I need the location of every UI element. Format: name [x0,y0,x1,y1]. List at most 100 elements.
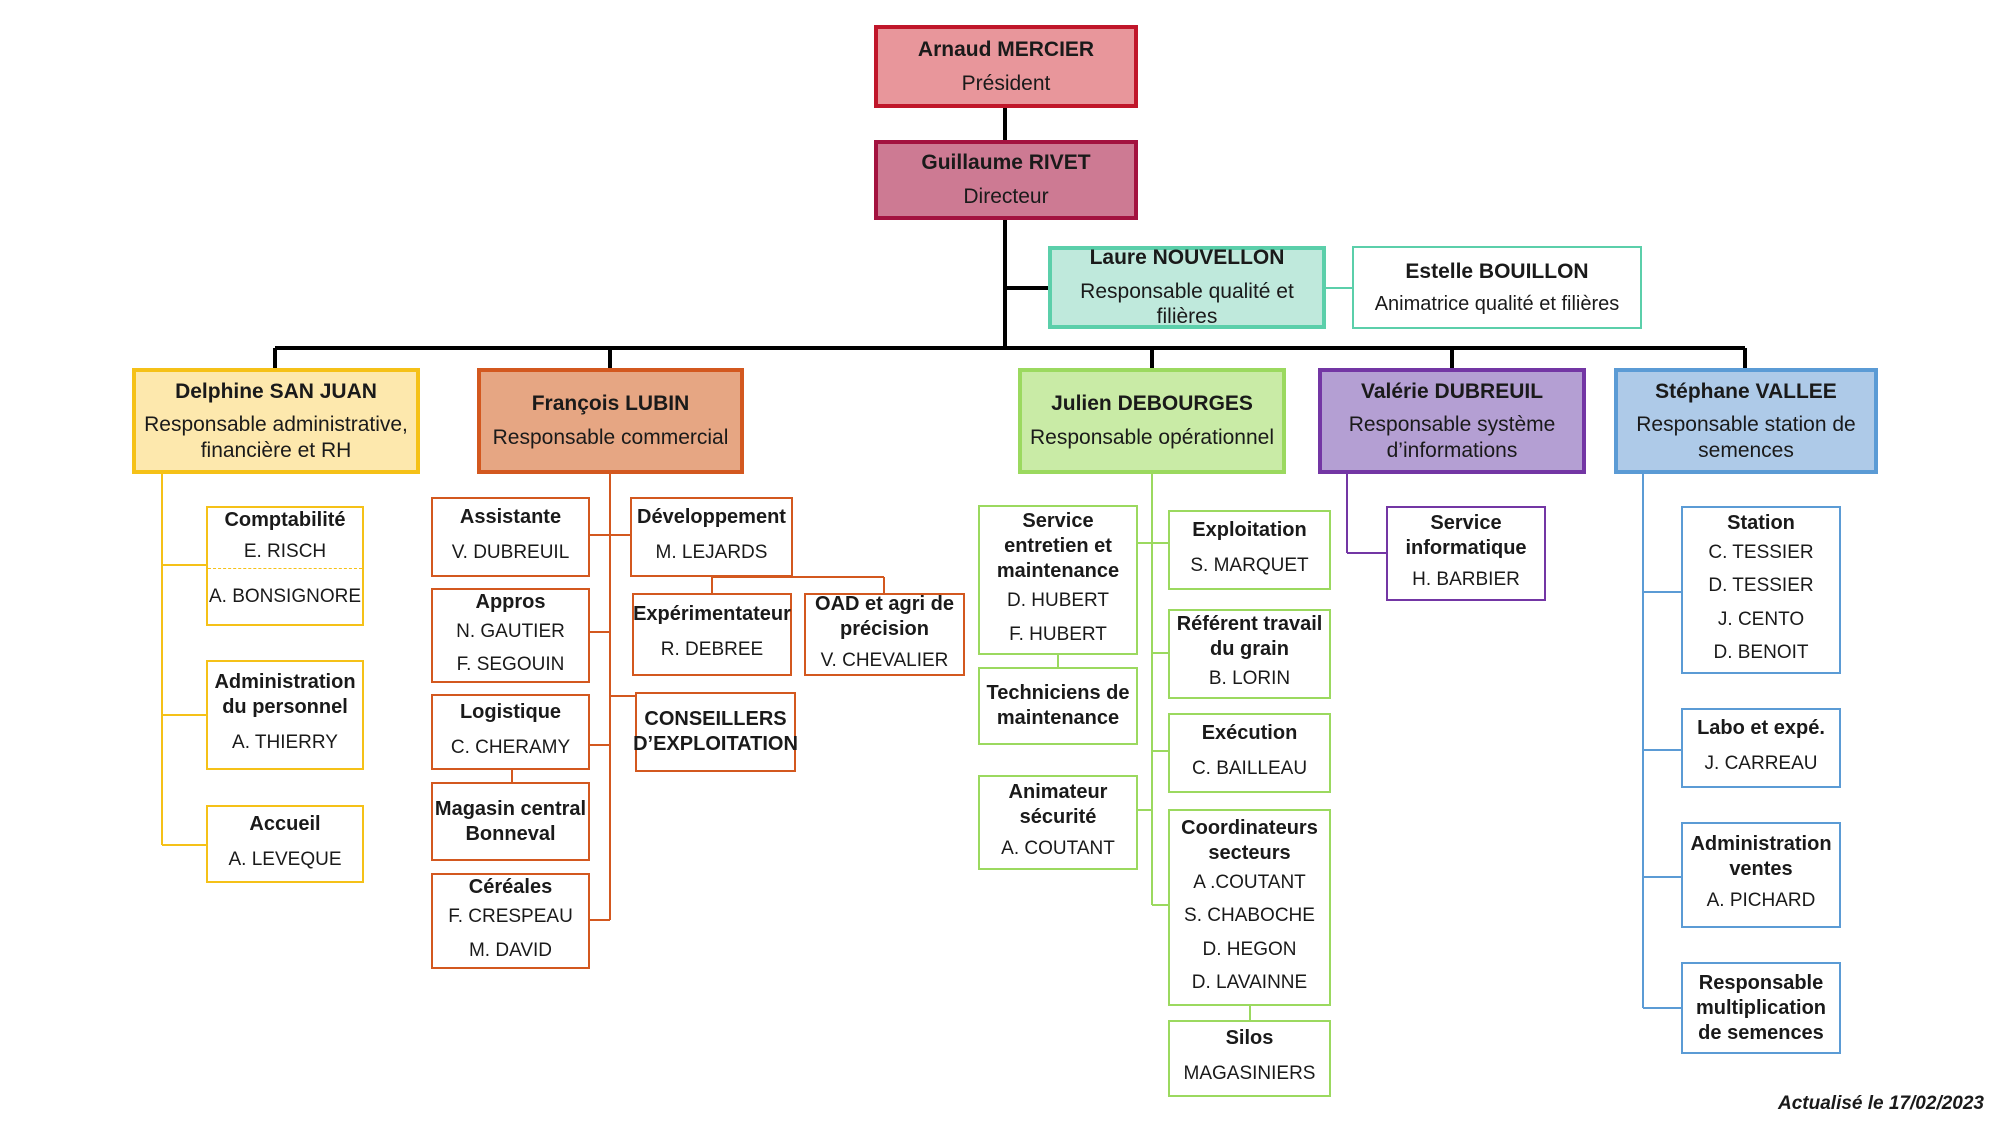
unit-oad-title: OAD et agri de précision [815,592,954,640]
qualite-name: Laure NOUVELLON [1089,246,1285,270]
unit-accueil-title: Accueil [249,812,321,835]
person: B. LORIN [1208,668,1291,690]
unit-personnel-title: Administration du personnel [214,671,356,719]
unit-service-entretien: Service entretien et maintenance D. HUBE… [978,505,1138,655]
unit-developpement: Développement M. LEJARDS [630,497,793,577]
manager-informatique-name: Valérie DUBREUIL [1360,379,1544,403]
unit-assistante: Assistante V. DUBREUIL [431,497,590,577]
manager-informatique-box: Valérie DUBREUIL Responsable système d’i… [1318,368,1586,474]
unit-silos: Silos MAGASINIERS [1168,1020,1331,1097]
unit-coordinateurs-title: Coordinateurs secteurs [1181,817,1318,864]
unit-personnel: Administration du personnel A. THIERRY [206,660,364,770]
unit-station-title: Station [1727,512,1795,534]
unit-service-informatique-title: Service informatique [1405,511,1527,559]
manager-commercial-role: Responsable commercial [492,426,729,449]
animatrice-role: Animatrice qualité et filières [1374,293,1620,316]
animatrice-name: Estelle BOUILLON [1405,259,1589,283]
person: E. RISCH [243,541,327,562]
unit-labo-title: Labo et expé. [1697,716,1825,739]
unit-coordinateurs: Coordinateurs secteurs A .COUTANT S. CHA… [1168,809,1331,1006]
person: A. LEVEQUE [228,848,342,870]
unit-execution: Exécution C. BAILLEAU [1168,713,1331,793]
manager-operationnel-box: Julien DEBOURGES Responsable opérationne… [1018,368,1286,474]
unit-exploitation: Exploitation S. MARQUET [1168,510,1331,590]
unit-magasin-title: Magasin central Bonneval [434,797,587,845]
person: F. CRESPEAU [448,906,573,928]
unit-referent-title: Référent travail du grain [1176,613,1323,661]
person: A. COUTANT [1001,837,1115,859]
unit-multiplication: Responsable multiplication de semences [1681,962,1841,1054]
unit-experimentateur: Expérimentateur R. DEBREE [632,593,792,676]
president-box: Arnaud MERCIER Président [874,25,1138,108]
directeur-box: Guillaume RIVET Directeur [874,140,1138,220]
person: V. CHEVALIER [820,649,949,671]
person: J. CENTO [1717,608,1805,630]
person: C. TESSIER [1708,542,1814,563]
unit-labo: Labo et expé. J. CARREAU [1681,708,1841,788]
person: V. DUBREUIL [451,541,570,563]
unit-exploitation-title: Exploitation [1192,518,1307,541]
manager-station-role: Responsable station de semences [1636,413,1856,462]
unit-techniciens: Techniciens de maintenance [978,667,1138,745]
unit-service-entretien-title: Service entretien et maintenance [996,510,1120,583]
unit-appros: Appros N. GAUTIER F. SEGOUIN [431,588,590,683]
manager-operationnel-name: Julien DEBOURGES [1051,392,1253,416]
unit-comptabilite: Comptabilité E. RISCH A. BONSIGNORE [206,506,364,626]
person: S. MARQUET [1190,554,1309,576]
person: A. BONSIGNORE [208,568,362,624]
person: D. LAVAINNE [1191,971,1308,993]
manager-commercial-name: François LUBIN [531,392,690,416]
unit-comptabilite-title: Comptabilité [224,509,346,531]
unit-silos-title: Silos [1225,1027,1274,1050]
unit-service-informatique: Service informatique H. BARBIER [1386,506,1546,601]
manager-station-box: Stéphane VALLEE Responsable station de s… [1614,368,1878,474]
person: R. DEBREE [660,639,764,661]
person: D. BENOIT [1713,641,1809,663]
unit-conseillers: CONSEILLERS D’EXPLOITATION [633,692,798,772]
update-date: Actualisé le 17/02/2023 [1778,1093,1984,1114]
qualite-box: Laure NOUVELLON Responsable qualité et f… [1048,246,1326,329]
unit-animateur-title: Animateur sécurité [1008,780,1108,828]
unit-cereales: Céréales F. CRESPEAU M. DAVID [431,873,590,969]
person: D. TESSIER [1708,575,1814,597]
president-name: Arnaud MERCIER [917,37,1095,61]
person: MAGASINIERS [1183,1063,1316,1085]
manager-admin-box: Delphine SAN JUAN Responsable administra… [132,368,420,474]
person: F. SEGOUIN [456,654,565,675]
unit-oad: OAD et agri de précision V. CHEVALIER [804,593,965,676]
person: A .COUTANT [1193,872,1306,893]
manager-informatique-role: Responsable système d’informations [1348,413,1556,462]
person: C. CHERAMY [450,736,571,758]
unit-accueil: Accueil A. LEVEQUE [206,805,364,883]
person: J. CARREAU [1704,752,1818,774]
manager-operationnel-role: Responsable opérationnel [1029,426,1274,449]
unit-conseillers-title: CONSEILLERS D’EXPLOITATION [633,708,798,755]
manager-admin-role: Responsable administrative, financière e… [144,413,408,462]
person: M. DAVID [468,939,553,961]
unit-execution-title: Exécution [1201,721,1298,744]
unit-ventes-title: Administration ventes [1690,833,1832,881]
directeur-role: Directeur [963,185,1049,208]
person: H. BARBIER [1412,568,1520,590]
manager-station-name: Stéphane VALLEE [1655,379,1837,403]
unit-ventes: Administration ventes A. PICHARD [1681,822,1841,928]
unit-experimentateur-title: Expérimentateur [633,603,791,626]
animatrice-box: Estelle BOUILLON Animatrice qualité et f… [1352,246,1642,329]
unit-appros-title: Appros [475,590,546,613]
person: N. GAUTIER [456,620,565,642]
unit-multiplication-title: Responsable multiplication de semences [1696,971,1826,1044]
unit-animateur: Animateur sécurité A. COUTANT [978,775,1138,870]
unit-station: Station C. TESSIER D. TESSIER J. CENTO D… [1681,506,1841,674]
unit-cereales-title: Céréales [468,876,553,899]
manager-commercial-box: François LUBIN Responsable commercial [477,368,744,474]
person: M. LEJARDS [655,541,768,563]
person: D. HEGON [1202,938,1297,960]
person: F. HUBERT [1009,623,1107,645]
person: D. HUBERT [1006,590,1110,612]
unit-logistique-title: Logistique [459,700,562,723]
unit-magasin: Magasin central Bonneval [431,782,590,861]
directeur-name: Guillaume RIVET [921,151,1091,175]
president-role: Président [961,71,1051,95]
qualite-role: Responsable qualité et filières [1080,279,1294,329]
